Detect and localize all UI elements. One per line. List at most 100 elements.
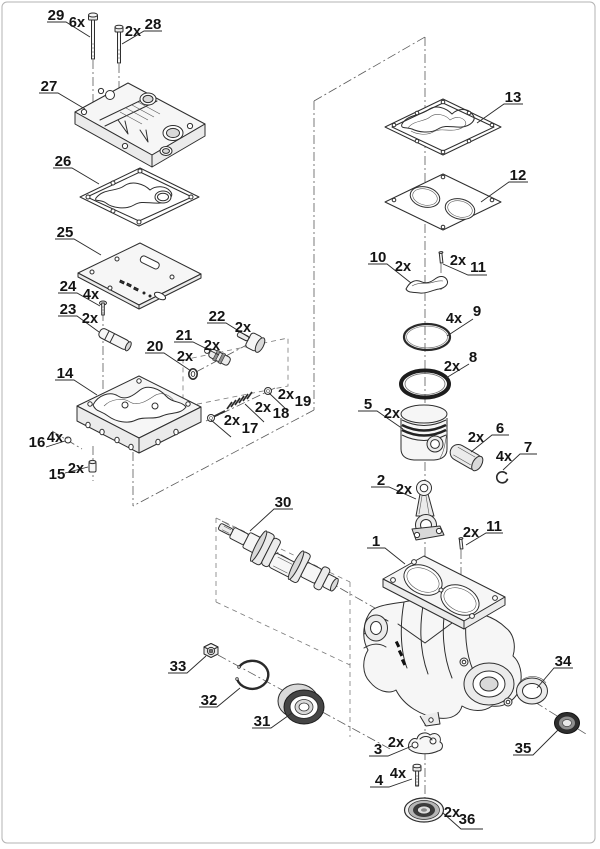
callout-leaders [39, 21, 573, 830]
callout-27-number: 27 [41, 78, 58, 95]
callout-18-qty: 2x [255, 400, 271, 416]
callout-33-leader [168, 655, 207, 674]
part-10-valve-spring [405, 276, 448, 294]
callout-11b-number: 11 [486, 518, 502, 535]
part-28-bolt [114, 24, 124, 64]
callout-25-number: 25 [57, 224, 74, 241]
callout-28-number: 28 [145, 16, 162, 33]
callout-8-number: 8 [469, 349, 477, 366]
callout-16-number: 16 [29, 434, 46, 451]
callout-15-leader [64, 466, 89, 474]
part-27-head-cover [74, 82, 206, 168]
part-1-crankcase [363, 555, 522, 727]
part-18-spring [226, 391, 253, 410]
part-8-piston-ring [399, 368, 451, 400]
callout-8-leader [445, 363, 470, 379]
part-13-gasket [384, 98, 502, 156]
callout-24-number: 24 [60, 278, 77, 295]
callout-21-leader [174, 341, 220, 356]
part-2-connecting-rod [411, 480, 445, 541]
callout-36-qty: 2x [444, 805, 460, 821]
callout-7-qty: 4x [496, 449, 512, 465]
part-15-pin [88, 459, 97, 473]
callout-13-number: 13 [505, 89, 522, 106]
callout-14-leader [55, 379, 98, 396]
part-19-valve-seat [264, 387, 272, 395]
callout-5-leader [358, 410, 404, 430]
callout-5-qty: 2x [384, 406, 400, 422]
callout-10-leader [368, 263, 412, 284]
callout-34-number: 34 [555, 653, 572, 670]
callout-4-qty: 4x [390, 766, 406, 782]
callout-34-leader [536, 667, 573, 689]
part-9-piston-ring [402, 322, 452, 352]
callout-labels: 29 6x 2x 28 27 26 25 24 4x 23 2x 22 2x 2… [29, 7, 572, 828]
callout-15-qty: 2x [68, 461, 84, 477]
callout-19-number: 19 [295, 393, 312, 410]
callout-1-number: 1 [372, 533, 380, 550]
callout-1-leader [367, 547, 406, 565]
callout-7-number: 7 [524, 439, 532, 456]
callout-15-number: 15 [49, 466, 66, 483]
part-14-intermediate-plate [76, 375, 202, 454]
callout-10-number: 10 [370, 249, 387, 266]
callout-12-number: 12 [510, 167, 527, 184]
callout-30-leader [249, 508, 293, 532]
callout-31-number: 31 [254, 713, 271, 730]
part-11-pin [438, 251, 444, 264]
callout-22-qty: 2x [235, 320, 251, 336]
part-6-piston-pin [449, 444, 484, 472]
callout-12-leader [480, 181, 528, 203]
callout-27-leader [39, 92, 86, 110]
callout-20-number: 20 [147, 338, 164, 355]
callout-19-qty: 2x [278, 387, 294, 403]
callout-28-leader [121, 30, 162, 45]
callout-17-number: 17 [242, 420, 259, 437]
callout-20-qty: 2x [177, 349, 193, 365]
callout-24-qty: 4x [83, 287, 99, 303]
callout-25-leader [55, 238, 102, 256]
callout-9-leader [446, 318, 474, 337]
callout-13-leader [476, 103, 523, 124]
callout-22-leader [207, 322, 251, 339]
callout-20-leader [145, 352, 192, 372]
callout-16-qty: 4x [47, 430, 63, 446]
callout-35-leader [513, 726, 562, 756]
part-20-o-ring [188, 367, 199, 380]
callout-2-leader [371, 486, 417, 500]
part-22-valve-cap [236, 331, 266, 353]
callout-29-number: 29 [48, 7, 65, 24]
part-4-bolt [412, 763, 422, 787]
part-17-valve-pin [207, 410, 226, 422]
callout-9-number: 9 [473, 303, 481, 320]
part-31-bearing [277, 683, 325, 725]
part-36-seal-washer [403, 797, 445, 823]
callout-11b-leader [465, 532, 503, 546]
callout-3-number: 3 [374, 741, 382, 758]
callout-28-qty: 2x [125, 24, 141, 40]
part-25-valve-plate [77, 242, 202, 310]
callout-26-number: 26 [55, 153, 72, 170]
callout-11-number: 11 [470, 259, 486, 276]
callout-2-qty: 2x [396, 482, 412, 498]
callout-14-number: 14 [57, 365, 74, 382]
callout-35-number: 35 [515, 740, 532, 757]
part-3-bracket [408, 732, 443, 755]
callout-23-number: 23 [60, 301, 77, 318]
part-26-gasket [79, 167, 200, 227]
callout-21-qty: 2x [204, 338, 220, 354]
part-24-screw [99, 300, 107, 316]
part-32-snap-ring [235, 659, 270, 691]
callout-3-leader [369, 745, 413, 757]
callout-3-qty: 2x [388, 735, 404, 751]
callout-6-number: 6 [496, 420, 504, 437]
callout-33-number: 33 [170, 658, 187, 675]
callout-22-number: 22 [209, 308, 226, 325]
callout-30-number: 30 [275, 494, 292, 511]
callout-4-leader [370, 778, 413, 788]
callout-18-leader [244, 403, 265, 423]
callout-9-qty: 4x [446, 311, 462, 327]
callout-32-leader [199, 687, 241, 708]
callout-36-number: 36 [459, 811, 476, 828]
